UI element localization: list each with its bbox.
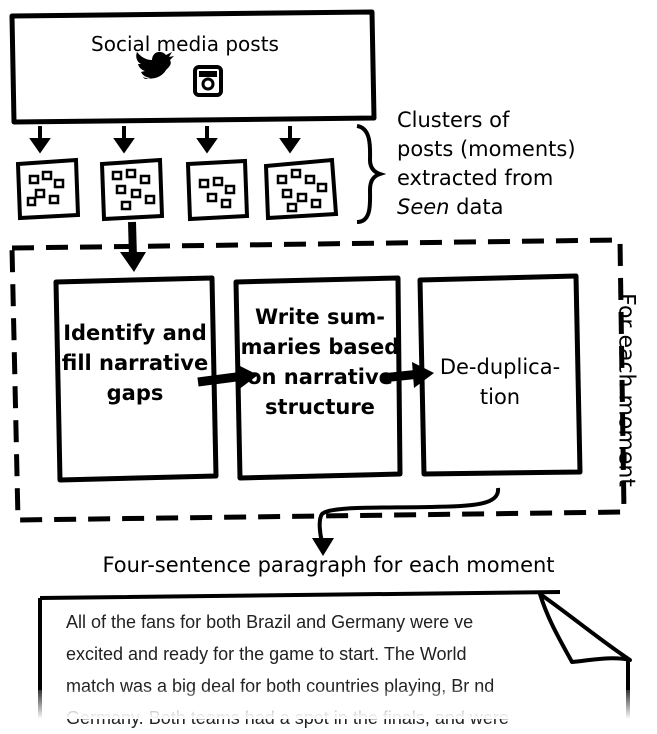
step-box-1 [53, 275, 219, 483]
clusters-label-tail: data [449, 195, 504, 219]
output-title: Four-sentence paragraph for each moment [102, 553, 555, 577]
step-3-label: De-duplica-tion [439, 355, 561, 409]
cluster-1 [15, 157, 81, 221]
loop-label: For each moment [596, 285, 656, 495]
for-each-moment-loop [9, 237, 627, 523]
cluster-3 [185, 158, 250, 222]
clusters-label-line: extracted from [397, 166, 554, 190]
loop-label-text: For each moment [613, 293, 639, 487]
fade-overlay [0, 690, 657, 719]
arrow-step1-to-step2 [197, 364, 258, 390]
step-1-label: Identify and fill narrative gaps [61, 321, 209, 405]
clusters-label-emphasis: Seen [397, 195, 450, 219]
instagram-icon [193, 65, 223, 97]
step-2-label: Write sum-maries based on narrative stru… [240, 305, 400, 419]
clusters-label-line: posts (moments) [397, 137, 576, 161]
paragraph-line: excited and ready for the game to start.… [66, 644, 467, 664]
clusters-label: Clusters of posts (moments) extracted fr… [397, 106, 576, 222]
clusters-label-line: Clusters of [397, 108, 510, 132]
cluster-2 [99, 157, 165, 222]
clusters-label-line: Seen data [397, 193, 576, 222]
cluster-brace [356, 124, 387, 224]
twitter-icon [136, 51, 174, 79]
cluster-4 [263, 157, 339, 221]
paragraph-line: All of the fans for both Brazil and Germ… [66, 612, 474, 632]
arrow-to-output [312, 487, 501, 556]
arrow-step2-to-step3 [381, 362, 434, 388]
step-box-2 [233, 275, 403, 481]
social-media-title: Social media posts [91, 32, 279, 56]
step-box-3 [417, 273, 583, 477]
social-media-box [9, 9, 377, 125]
pipeline-diagram [9, 9, 632, 719]
arrow-into-loop [120, 221, 146, 272]
page-curl-icon [538, 592, 632, 664]
arrows-to-clusters [29, 126, 301, 154]
